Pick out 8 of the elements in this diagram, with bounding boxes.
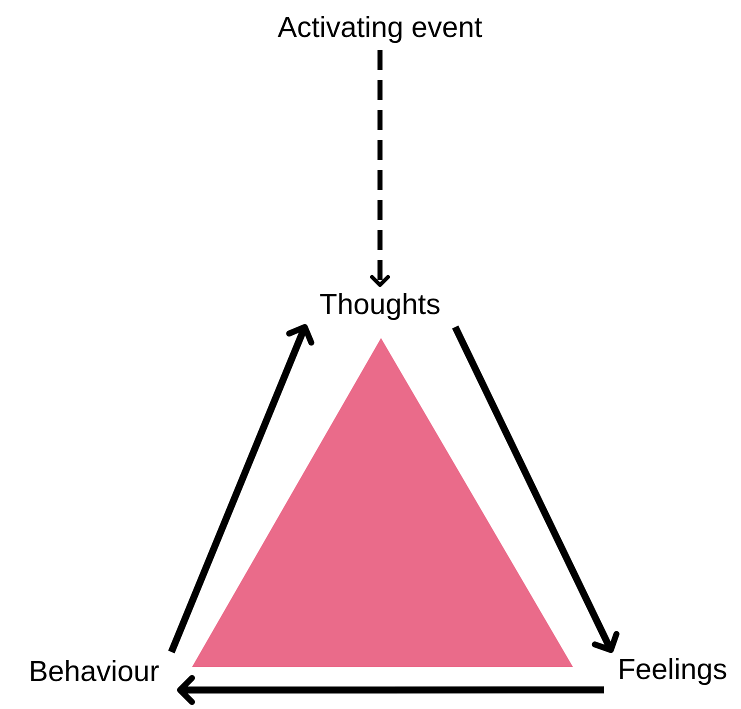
node-label: Feelings (618, 653, 728, 688)
node-label: Behaviour (28, 655, 160, 690)
arrow (452, 325, 620, 653)
arrow (370, 50, 390, 287)
arrow (168, 324, 314, 654)
node-label: Thoughts (320, 288, 440, 324)
arrow (177, 675, 604, 705)
node-label: Activating event (278, 11, 482, 46)
